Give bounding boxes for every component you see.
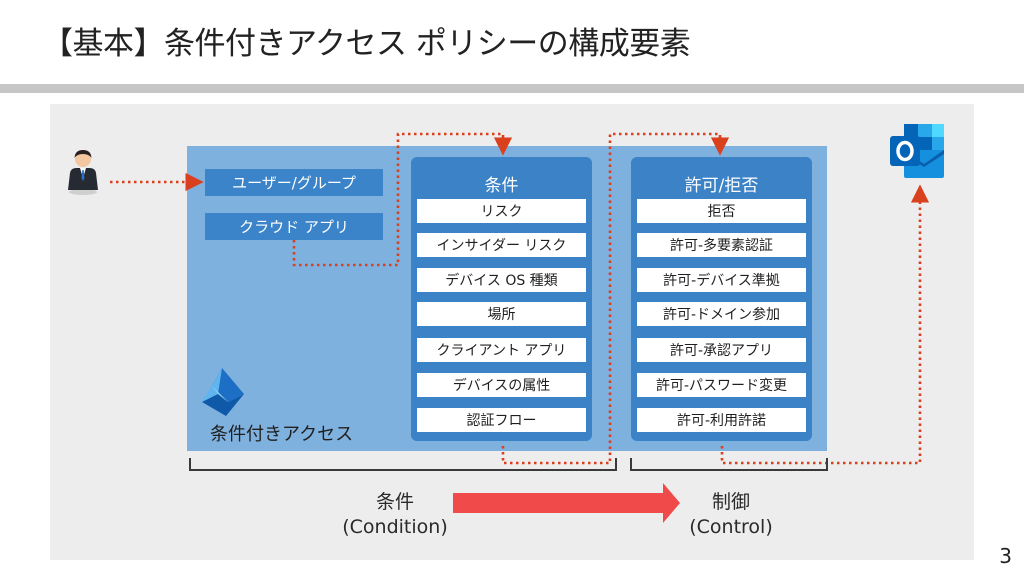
user-icon [68,150,98,195]
conditional-access-label: 条件付きアクセス [210,424,354,445]
grant-item: 許可-パスワード変更 [637,373,806,397]
condition-item: デバイスの属性 [417,373,586,397]
grant-item: 拒否 [637,199,806,223]
condition-item: デバイス OS 種類 [417,268,586,292]
condition-item: 場所 [417,302,586,326]
assignments-to-conditions-arrow [292,132,513,267]
conditions-to-grant-arrow [501,132,730,465]
flow-arrow [453,483,680,523]
grant-item: 許可-デバイス準拠 [637,268,806,292]
title-divider [0,84,1024,93]
condition-label-main: 条件 [375,491,414,513]
grant-item: 許可-ドメイン参加 [637,302,806,326]
conditions-panel: 条件 リスク インサイダー リスク デバイス OS 種類 場所 クライアント ア… [411,157,592,441]
condition-item: クライアント アプリ [417,338,586,362]
control-label-main: 制御 [711,491,750,513]
grant-item: 許可-利用許諾 [637,408,806,432]
outlook-icon [890,124,944,178]
grant-panel-title: 許可/拒否 [684,176,759,196]
condition-label-sub: (Condition) [342,516,448,538]
cloud-apps-box: クラウド アプリ [205,213,383,240]
condition-item: 認証フロー [417,408,586,432]
grant-panel: 許可/拒否 拒否 許可-多要素認証 許可-デバイス準拠 許可-ドメイン参加 許可… [631,157,812,441]
control-brace [630,458,828,471]
conditions-panel-title: 条件 [484,176,519,196]
slide-title: 【基本】条件付きアクセス ポリシーの構成要素 [42,26,691,62]
conditions-brace [189,458,617,471]
grant-item: 許可-承認アプリ [637,338,806,362]
condition-label: 条件 (Condition) [340,490,450,540]
control-label-sub: (Control) [689,516,773,538]
grant-to-app-arrow [720,184,930,465]
users-groups-box: ユーザー/グループ [205,169,383,196]
conditional-access-icon [202,368,244,416]
page-number: 3 [999,544,1012,568]
condition-item: インサイダー リスク [417,233,586,257]
grant-item: 許可-多要素認証 [637,233,806,257]
condition-item: リスク [417,199,586,223]
control-label: 制御 (Control) [676,490,786,540]
